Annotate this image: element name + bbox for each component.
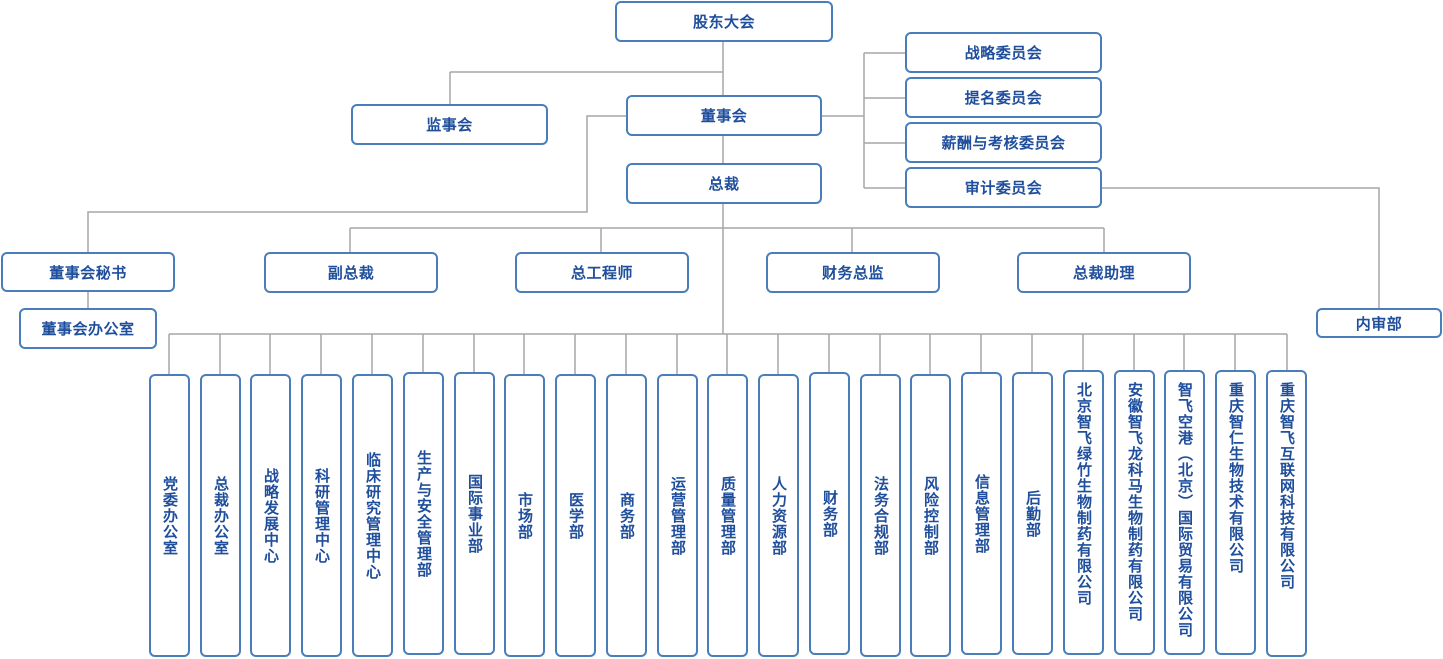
dept-label: 人力资源部 xyxy=(770,475,788,556)
subsidiary-konggang-trade: 智飞空港（北京）国际贸易有限公司 xyxy=(1164,370,1205,655)
dept-marketing: 市场部 xyxy=(504,374,545,657)
president-box: 总裁 xyxy=(626,163,822,204)
dept-operations: 运营管理部 xyxy=(657,374,698,657)
vice-president-box: 副总裁 xyxy=(264,252,438,293)
dept-label: 信息管理部 xyxy=(973,473,991,554)
dept-label: 法务合规部 xyxy=(872,475,890,556)
dept-clinical-center: 临床研究管理中心 xyxy=(352,374,393,657)
dept-medical: 医学部 xyxy=(555,374,596,657)
dept-label: 国际事业部 xyxy=(466,473,484,554)
dept-label: 重庆智仁生物技术有限公司 xyxy=(1227,382,1245,574)
dept-label: 医学部 xyxy=(567,491,585,540)
dept-label: 智飞空港（北京）国际贸易有限公司 xyxy=(1176,382,1194,638)
board-secretary-box: 董事会秘书 xyxy=(1,252,175,292)
dept-label: 战略发展中心 xyxy=(262,467,280,564)
remuneration-committee-box: 薪酬与考核委员会 xyxy=(905,122,1102,163)
dept-hr: 人力资源部 xyxy=(758,374,799,657)
dept-label: 科研管理中心 xyxy=(313,467,331,564)
cfo-box: 财务总监 xyxy=(766,252,940,293)
board-office-box: 董事会办公室 xyxy=(19,308,157,349)
strategy-committee-box: 战略委员会 xyxy=(905,32,1102,73)
dept-label: 临床研究管理中心 xyxy=(364,451,382,580)
dept-label: 生产与安全管理部 xyxy=(415,449,433,578)
dept-label: 市场部 xyxy=(516,491,534,540)
chief-engineer-box: 总工程师 xyxy=(515,252,689,293)
board-of-directors-box: 董事会 xyxy=(626,95,822,136)
dept-research-center: 科研管理中心 xyxy=(301,374,342,657)
dept-label: 总裁办公室 xyxy=(212,475,230,556)
subsidiary-chongqing-zhiren: 重庆智仁生物技术有限公司 xyxy=(1215,370,1256,655)
nomination-committee-box: 提名委员会 xyxy=(905,77,1102,118)
dept-label: 质量管理部 xyxy=(719,475,737,556)
dept-label: 北京智飞绿竹生物制药有限公司 xyxy=(1075,382,1093,606)
dept-label: 运营管理部 xyxy=(669,475,687,556)
shareholders-meeting-box: 股东大会 xyxy=(615,1,833,42)
dept-legal: 法务合规部 xyxy=(860,374,901,657)
dept-president-office: 总裁办公室 xyxy=(200,374,241,657)
internal-audit-box: 内审部 xyxy=(1316,308,1442,338)
subsidiary-beijing-lvzhu: 北京智飞绿竹生物制药有限公司 xyxy=(1063,370,1104,655)
president-assistant-box: 总裁助理 xyxy=(1017,252,1191,293)
dept-label: 重庆智飞互联网科技有限公司 xyxy=(1278,382,1296,590)
audit-committee-box: 审计委员会 xyxy=(905,167,1102,208)
dept-strategy-center: 战略发展中心 xyxy=(250,374,291,657)
dept-label: 风险控制部 xyxy=(922,475,940,556)
dept-it: 信息管理部 xyxy=(961,372,1002,655)
dept-quality: 质量管理部 xyxy=(707,374,748,657)
subsidiary-chongqing-internet: 重庆智飞互联网科技有限公司 xyxy=(1266,370,1307,657)
dept-party-office: 党委办公室 xyxy=(149,374,190,657)
dept-logistics: 后勤部 xyxy=(1012,372,1053,655)
dept-label: 财务部 xyxy=(821,489,839,538)
dept-label: 商务部 xyxy=(618,491,636,540)
dept-label: 后勤部 xyxy=(1024,489,1042,538)
dept-risk-control: 风险控制部 xyxy=(910,374,951,657)
subsidiary-anhui-longkema: 安徽智飞龙科马生物制药有限公司 xyxy=(1114,370,1155,655)
dept-commerce: 商务部 xyxy=(606,374,647,657)
dept-label: 党委办公室 xyxy=(161,475,179,556)
dept-international: 国际事业部 xyxy=(454,372,495,655)
dept-finance: 财务部 xyxy=(809,372,850,655)
supervisory-board-box: 监事会 xyxy=(351,104,548,145)
dept-production-safety: 生产与安全管理部 xyxy=(403,372,444,655)
dept-label: 安徽智飞龙科马生物制药有限公司 xyxy=(1126,382,1144,622)
